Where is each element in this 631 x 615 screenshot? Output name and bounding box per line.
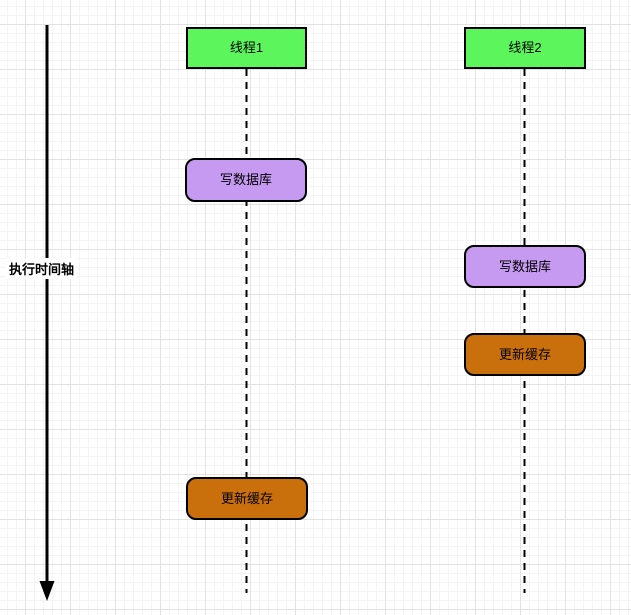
node-label: 更新缓存 (220, 490, 273, 506)
node-label: 写数据库 (498, 258, 551, 274)
event-update-cache-thread2[interactable]: 更新缓存 (464, 333, 586, 376)
event-update-cache-thread1[interactable]: 更新缓存 (186, 477, 308, 520)
timeline-arrowhead-icon (39, 581, 55, 601)
node-label: 更新缓存 (498, 346, 551, 362)
event-write-db-thread2[interactable]: 写数据库 (464, 245, 586, 288)
thread-2-box[interactable]: 线程2 (464, 27, 586, 69)
node-label: 写数据库 (219, 172, 272, 188)
timeline-axis-label: 执行时间轴 (6, 258, 78, 279)
thread-1-box[interactable]: 线程1 (186, 27, 307, 69)
node-label: 线程1 (229, 40, 264, 56)
event-write-db-thread1[interactable]: 写数据库 (185, 158, 307, 202)
node-label: 线程2 (508, 40, 542, 56)
